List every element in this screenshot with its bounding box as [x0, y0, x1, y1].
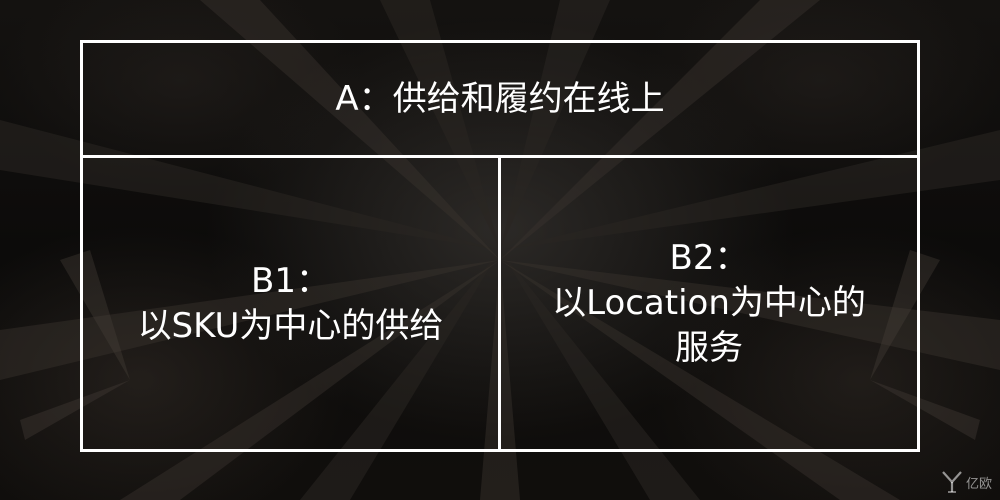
box-b2: B2： 以Location为中心的 服务	[498, 155, 920, 452]
box-b1-label: B1： 以SKU为中心的供给	[137, 260, 444, 346]
box-b2-label: B2： 以Location为中心的 服务	[552, 238, 866, 368]
supply-fulfillment-diagram: A：供给和履约在线上 B1： 以SKU为中心的供给 B2： 以Location为…	[80, 40, 920, 452]
box-a: A：供给和履约在线上	[80, 40, 920, 158]
watermark: 亿欧	[941, 470, 992, 494]
box-b1: B1： 以SKU为中心的供给	[80, 155, 501, 452]
box-a-label: A：供给和履约在线上	[335, 78, 665, 119]
watermark-text: 亿欧	[965, 476, 992, 492]
yiou-logo-icon	[942, 471, 962, 493]
